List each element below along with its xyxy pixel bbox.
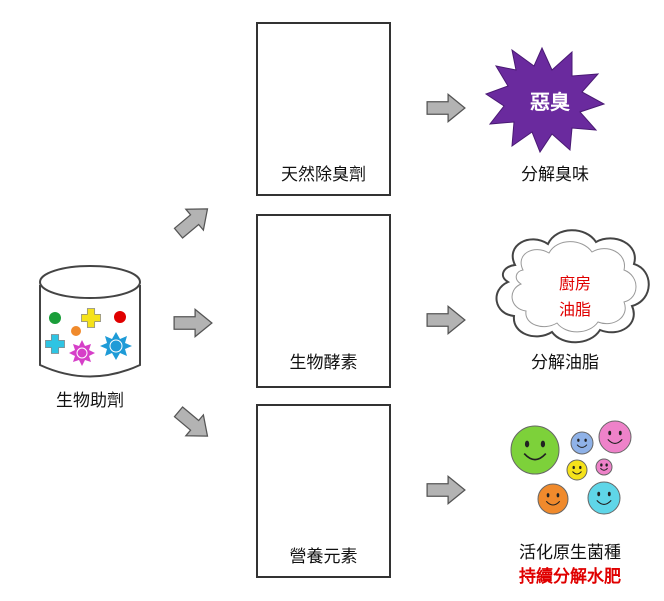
sun-icon [69,340,95,366]
sun-icon [100,332,132,360]
smiley-icon [537,483,569,515]
smiley-icon [510,425,560,475]
cloud-line2: 油脂 [558,300,591,319]
smiley-icon [566,459,588,481]
activate-microbes-label: 活化原生菌種 [519,543,621,563]
microbe-smileys [510,420,632,515]
left-label: 生物助劑 [56,391,124,411]
cloud-line1: 廚房 [558,274,591,293]
enzyme-label: 生物酵素 [289,353,358,373]
deodorant-label: 天然除臭劑 [281,165,366,185]
circle-icon [114,311,126,323]
decompose-odor-label: 分解臭味 [521,165,589,185]
smiley-icon [598,420,632,454]
arrow-icon [426,93,466,123]
smiley-icon [570,431,594,455]
circle-icon [71,326,81,336]
deodorant-panel [256,22,391,196]
smiley-icon [595,458,613,476]
continuous-decompose-label: 持續分解水肥 [519,567,621,587]
nutrient-label: 營養元素 [289,547,358,567]
enzyme-panel [256,214,391,388]
arrow-icon [169,197,217,245]
odor-badge-text: 惡臭 [530,90,570,114]
cloud-icon [495,229,650,344]
decompose-grease-label: 分解油脂 [531,353,599,373]
arrow-icon [173,308,213,338]
circle-icon [49,312,61,324]
arrow-icon [426,305,466,335]
arrow-icon [169,400,217,448]
nutrient-panel [256,404,391,578]
smiley-icon [587,481,621,515]
bio-additive-container [39,265,141,378]
starburst-icon [484,46,606,154]
arrow-icon [426,475,466,505]
